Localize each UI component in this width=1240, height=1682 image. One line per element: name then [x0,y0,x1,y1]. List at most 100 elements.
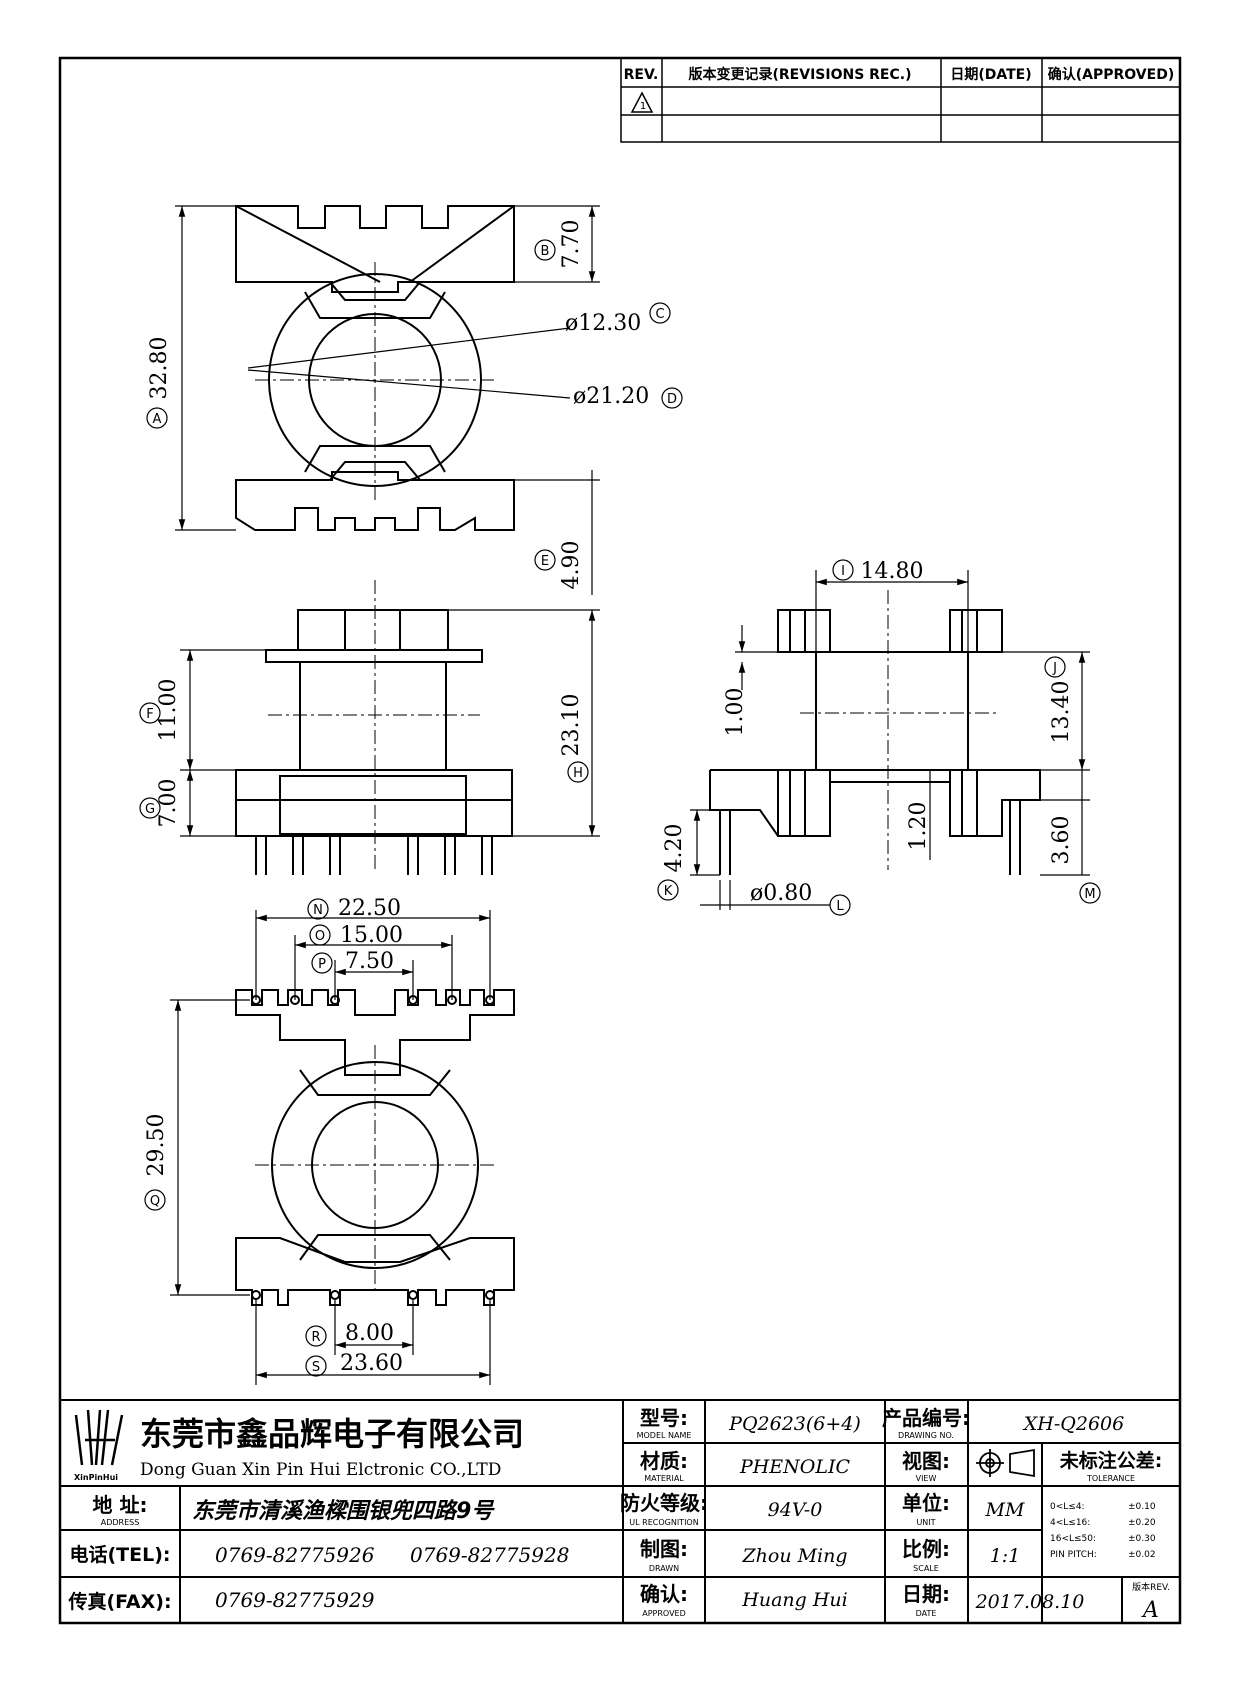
svg-text:C: C [655,307,664,322]
dim-F-value: 11.00 [156,679,181,742]
dim-R-value: 8.00 [345,1321,394,1346]
unit-label-en: UNIT [916,1518,935,1527]
dim-G-label-icon: G [139,797,161,819]
dim-E-value: 4.90 [559,541,584,590]
rev-value: A [1141,1598,1159,1623]
svg-text:R: R [311,1330,320,1345]
dim-K-label-icon: K [657,879,679,901]
approved-label: 确认: [640,1582,688,1606]
material-label: 材质: [640,1449,688,1473]
dim-F-G-H-lines [180,609,600,837]
tolerance-value: ±0.30 [1128,1534,1156,1544]
ul-value: 94V-0 [768,1499,823,1521]
model-value: PQ2623(6+4) [728,1413,861,1435]
drawing-no-value: XH-Q2606 [1022,1413,1124,1435]
dim-B-label-icon: B [534,239,556,261]
dim-H-label-icon: H [567,761,589,783]
dim-F-label-icon: F [139,702,161,724]
material-label-en: MATERIAL [644,1474,684,1483]
dim-D-value: ø21.20 [573,384,649,409]
dim-M-value: 3.60 [1049,816,1074,865]
bottom-view-dim-lines [170,910,491,1385]
side-view [709,609,1041,875]
svg-text:H: H [573,766,583,781]
dim-B-value: 7.70 [559,220,584,269]
dim-C-D-leaders [247,327,571,399]
tolerance-range: 4<L≤16: [1050,1518,1090,1528]
model-label: 型号: [640,1406,688,1430]
dim-H-value: 23.10 [559,694,584,757]
fax-value: 0769-82775929 [215,1588,375,1612]
svg-text:M: M [1084,887,1095,902]
drawn-label-en: DRAWN [649,1564,679,1573]
projection-symbol-icon [976,1448,1035,1478]
drawing-no-label: 产品编号: [882,1406,970,1430]
svg-text:L: L [836,899,844,914]
address-label-en: ADDRESS [101,1518,140,1527]
svg-text:E: E [541,554,549,569]
tolerance-table: 0<L≤4: ±0.10 4<L≤16: ±0.20 16<L≤50: ±0.3… [1050,1502,1156,1560]
tolerance-value: ±0.10 [1128,1502,1156,1512]
dim-Q-value: 29.50 [144,1114,169,1177]
dim-N-label-icon: N [307,898,329,920]
tolerance-range: 16<L≤50: [1050,1534,1096,1544]
svg-text:K: K [664,884,673,899]
tolerance-range: PIN PITCH: [1050,1550,1097,1560]
ul-label: 防火等级: [620,1491,708,1515]
dim-E-line [514,470,600,595]
dim-B-line [514,205,600,283]
dim-E-label-icon: E [534,549,556,571]
approved-value: Huang Hui [741,1589,847,1611]
date-label-en: DATE [916,1609,937,1618]
bottom-view-centerlines [255,1045,495,1290]
svg-text:P: P [318,957,326,972]
scale-label-en: SCALE [913,1564,939,1573]
dim-C-label-icon: C [649,302,671,324]
view-label: 视图: [902,1449,950,1473]
dim-N-value: 22.50 [338,896,401,921]
company-name-en: Dong Guan Xin Pin Hui Elctronic CO.,LTD [140,1460,501,1480]
view-label-en: VIEW [916,1474,937,1483]
tolerance-label-en: TOLERANCE [1086,1474,1135,1483]
svg-text:D: D [667,392,677,407]
dim-A-value: 32.80 [147,337,172,400]
material-value: PHENOLIC [739,1456,851,1478]
scale-value: 1:1 [990,1545,1021,1567]
drawn-label: 制图: [640,1537,688,1561]
svg-text:N: N [313,903,323,918]
tolerance-value: ±0.02 [1128,1550,1156,1560]
dim-R-label-icon: R [305,1325,327,1347]
rev-header: REV. [624,67,659,83]
revision-table [620,57,1181,143]
dim-J-label-icon: J [1044,656,1066,678]
dim-L-value: ø0.80 [750,881,812,906]
revision-number: 1 [640,101,646,112]
dim-D-label-icon: D [661,387,683,409]
dim-A-label-icon: A [146,407,168,429]
company-name-cn: 东莞市鑫品辉电子有限公司 [140,1415,524,1453]
tel-value-1: 0769-82775926 [215,1543,375,1567]
dim-O-label-icon: O [309,924,331,946]
dim-G-value: 7.00 [156,779,181,828]
tel-label: 电话(TEL): [69,1543,170,1566]
logo-text: XinPinHui [74,1473,118,1482]
svg-text:Q: Q [150,1194,160,1209]
revisions-header: 版本变更记录(REVISIONS REC.) [689,66,912,83]
date-header: 日期(DATE) [950,67,1031,83]
company-logo [74,1409,124,1466]
tolerance-range: 0<L≤4: [1050,1502,1085,1512]
date-value: 2017.08.10 [975,1591,1085,1613]
svg-text:I: I [841,564,845,579]
svg-text:B: B [541,244,550,259]
model-label-en: MODEL NAME [637,1431,692,1440]
ul-label-en: UL RECOGNITION [629,1518,698,1527]
approved-label-en: APPROVED [642,1609,686,1618]
dim-Q-label-icon: Q [144,1189,166,1211]
tel-value-2: 0769-82775928 [410,1543,569,1567]
dim-L-label-icon: L [829,894,851,916]
tolerance-label: 未标注公差: [1059,1449,1163,1472]
front-view [235,609,513,875]
svg-text:G: G [145,802,155,817]
dim-J-value: 13.40 [1049,681,1074,744]
